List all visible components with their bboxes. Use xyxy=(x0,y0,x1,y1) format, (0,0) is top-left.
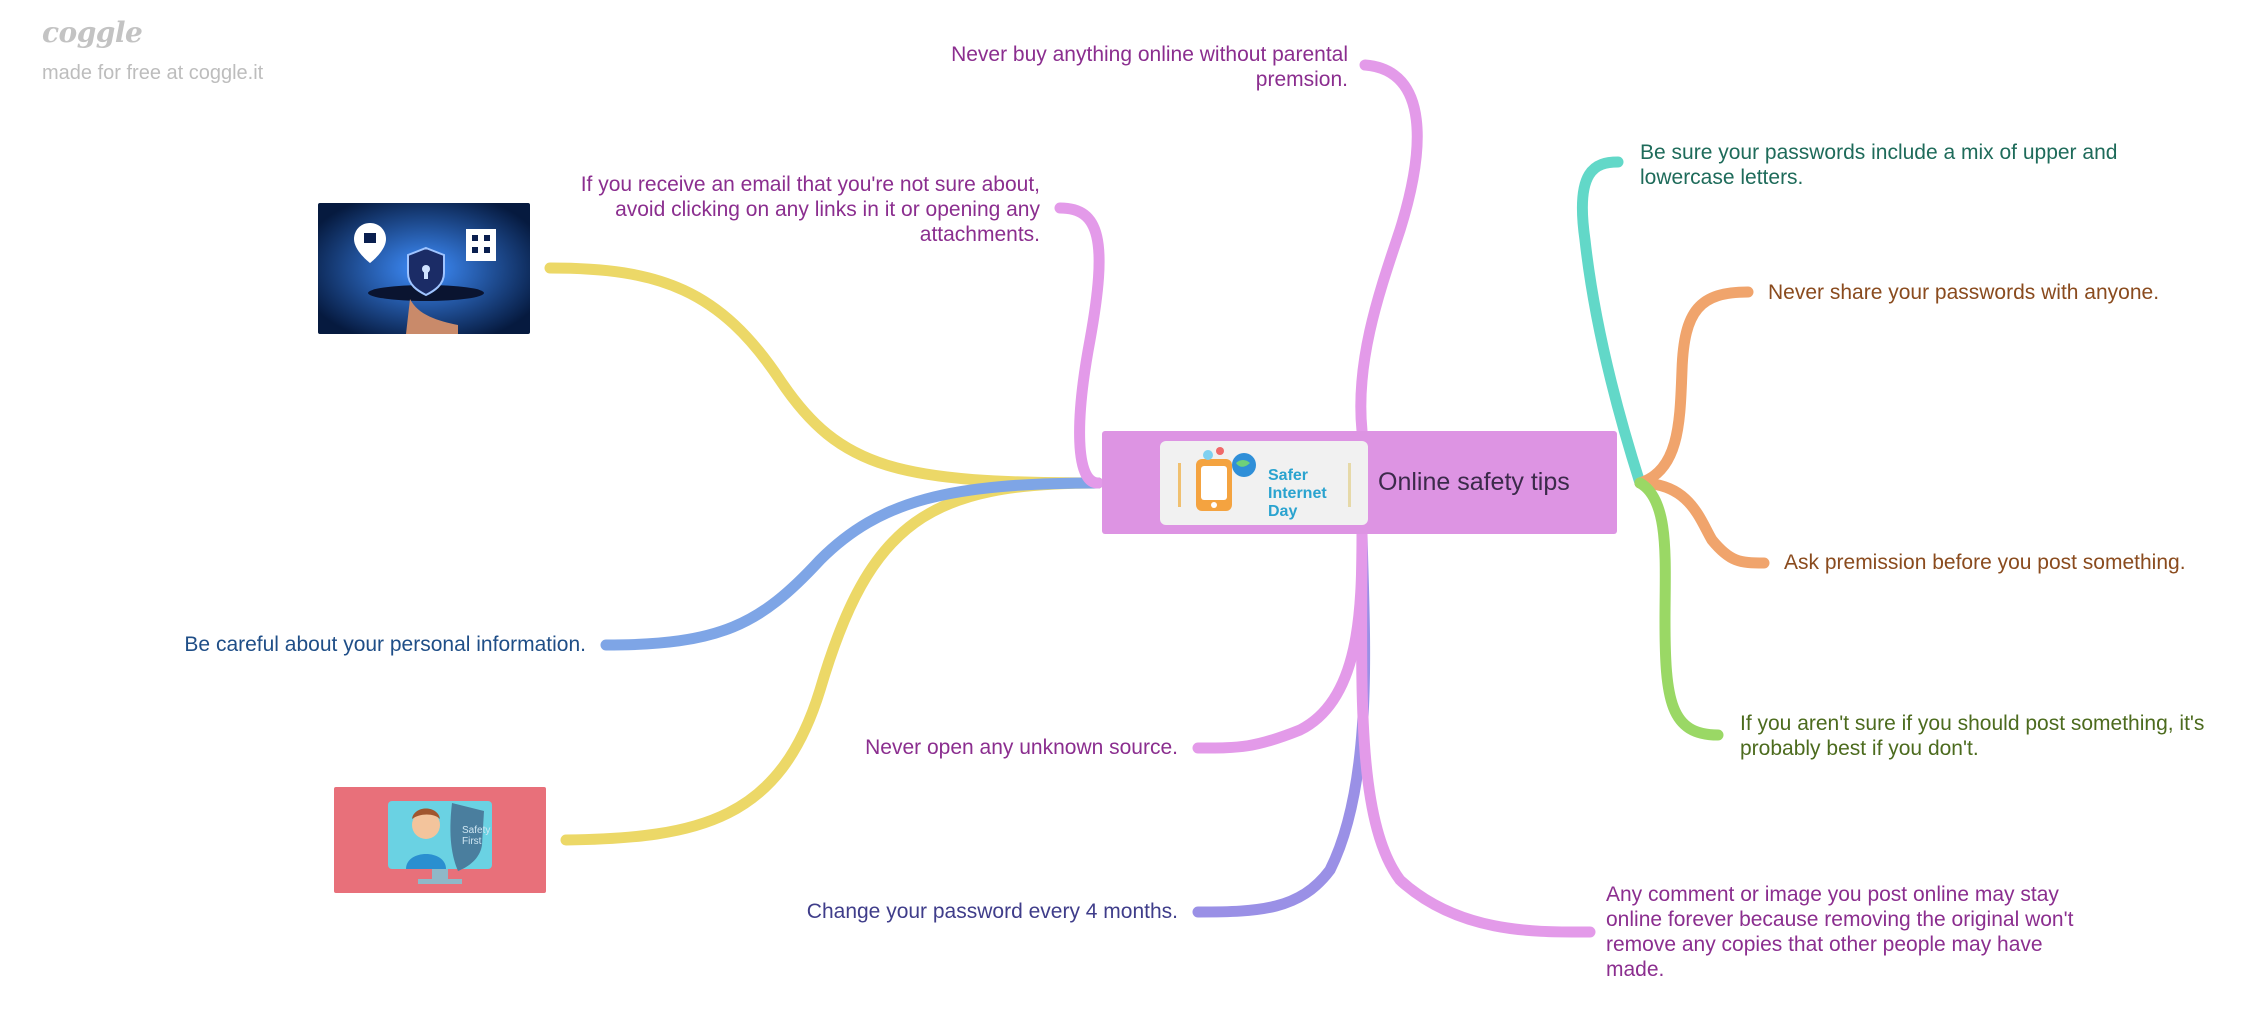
safer-internet-day-image: Safer Internet Day xyxy=(1160,441,1368,525)
branch-email-links xyxy=(1054,202,1105,489)
branch-ask-permission xyxy=(1634,477,1770,569)
coggle-tagline[interactable]: made for free at coggle.it xyxy=(42,62,264,84)
node-change-password[interactable]: Change your password every 4 months. xyxy=(806,900,1178,923)
branch-personal-info xyxy=(600,477,1104,651)
node-parental-permission[interactable]: Never buy anything online without parent… xyxy=(951,43,1348,91)
branch-unknown-source xyxy=(1192,528,1368,754)
coggle-logo[interactable]: coggle xyxy=(42,16,143,49)
safer-internet-day-text: Safer Internet Day xyxy=(1268,467,1327,520)
node-never-share[interactable]: Never share your passwords with anyone. xyxy=(1768,281,2160,304)
branch-network-image xyxy=(544,262,1104,489)
safety-first-image[interactable]: Safety First xyxy=(334,787,546,893)
branch-password-mix xyxy=(1576,156,1646,489)
node-post-forever[interactable]: Any comment or image you post online may… xyxy=(1606,883,2074,981)
network-security-image[interactable] xyxy=(318,203,530,334)
node-personal-info[interactable]: Be careful about your personal informati… xyxy=(184,633,586,656)
branch-safety-image xyxy=(560,477,1104,846)
node-not-sure-post[interactable]: If you aren't sure if you should post so… xyxy=(1740,712,2205,760)
central-title[interactable]: Online safety tips xyxy=(1378,468,1570,496)
node-ask-permission[interactable]: Ask premission before you post something… xyxy=(1784,551,2186,574)
node-unknown-source[interactable]: Never open any unknown source. xyxy=(865,736,1178,759)
network-security-icon xyxy=(318,203,530,334)
branch-post-forever xyxy=(1356,528,1596,938)
safety-first-label: Safety First xyxy=(462,825,491,847)
branch-change-password xyxy=(1192,528,1371,918)
branch-not-sure-post xyxy=(1634,477,1724,741)
node-email-links[interactable]: If you receive an email that you're not … xyxy=(580,173,1040,246)
branch-never-share xyxy=(1634,286,1754,489)
branch-parental-permission xyxy=(1355,59,1423,437)
safety-first-icon xyxy=(334,787,546,893)
safer-internet-day-icon xyxy=(1178,447,1351,511)
node-password-mix[interactable]: Be sure your passwords include a mix of … xyxy=(1640,141,2118,189)
